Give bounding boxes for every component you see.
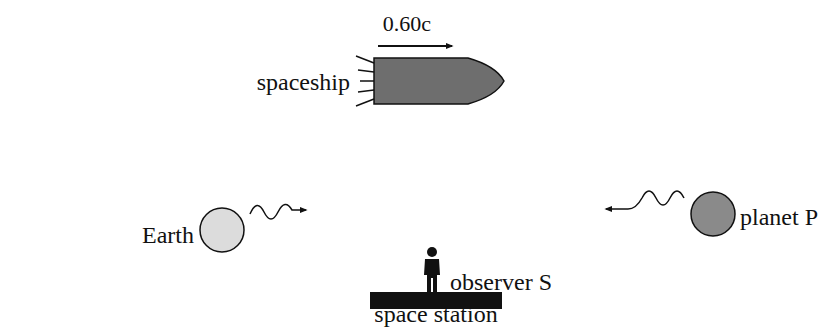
velocity-arrow [378,45,452,47]
planet-circle [691,192,735,236]
spaceship-figure [356,56,504,106]
part-label: planet P [740,204,818,230]
light-signal [606,191,684,209]
observer-figure [424,247,440,292]
part-label: space station [374,301,497,327]
speed-label: 0.60c [383,12,431,36]
earth-circle [200,208,244,252]
part-label: observer S [450,269,552,295]
light-signal [250,204,306,219]
part-label: Earth [142,222,194,248]
part-label: spaceship [257,69,350,95]
